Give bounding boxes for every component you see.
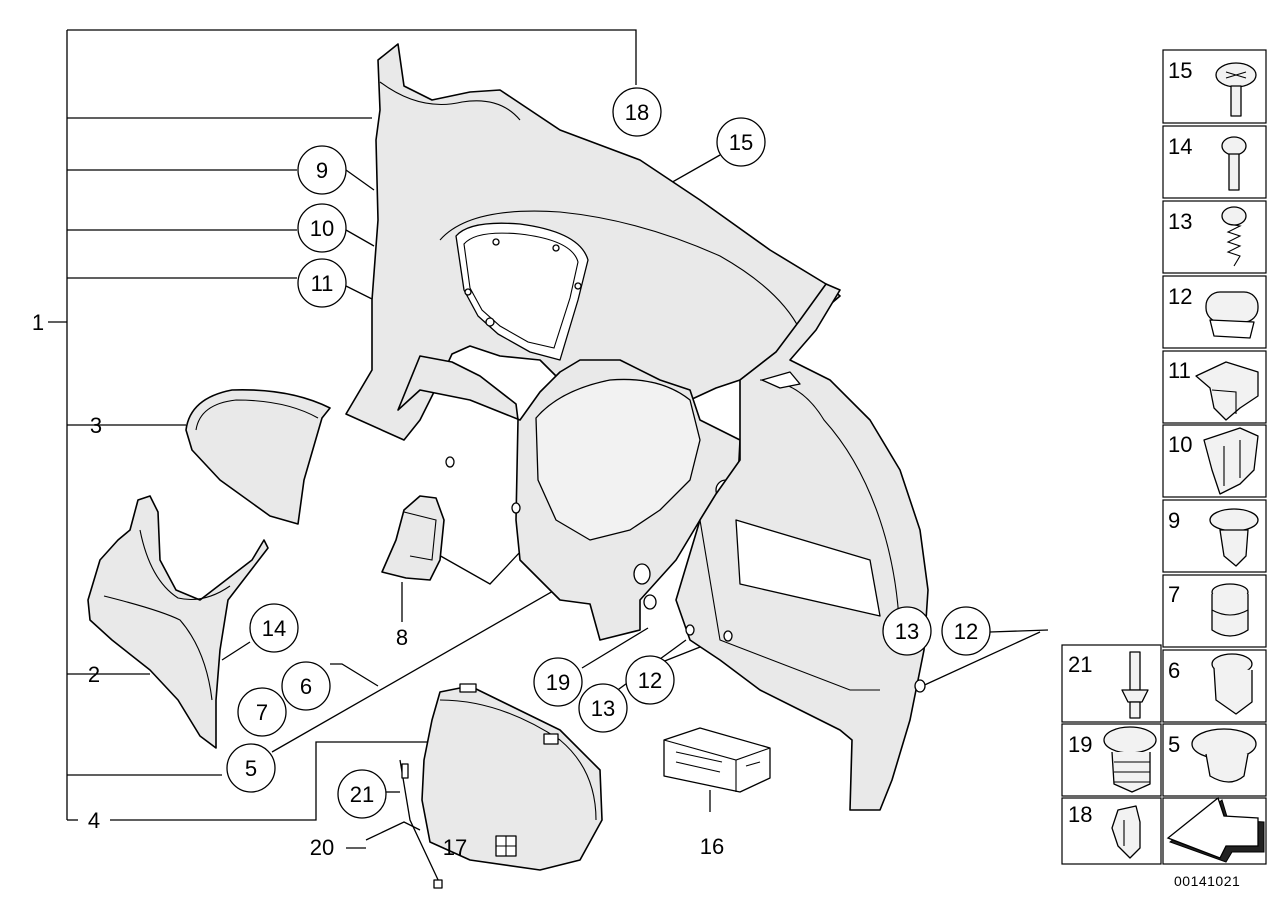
svg-text:10: 10 — [310, 216, 334, 241]
callout-21: 21 — [337, 769, 387, 819]
svg-text:14: 14 — [1168, 134, 1192, 159]
callout-14: 14 — [249, 603, 299, 653]
callouts: 18 15 9 10 11 14 6 7 5 19 12 13 13 12 21 — [226, 87, 991, 819]
legend-cell-6: 6 — [1162, 649, 1267, 723]
part-8-bracket-drawing — [381, 495, 445, 581]
svg-text:21: 21 — [350, 782, 374, 807]
legend-cell-7: 7 — [1162, 574, 1267, 648]
legend-cell-15: 15 — [1162, 49, 1267, 124]
callout-13-center: 13 — [578, 683, 628, 733]
svg-text:6: 6 — [300, 674, 312, 699]
plain-labels: 1 2 3 4 8 16 17 20 — [32, 310, 724, 860]
svg-text:13: 13 — [895, 619, 919, 644]
label-4: 4 — [88, 808, 100, 833]
svg-text:19: 19 — [1068, 732, 1092, 757]
svg-text:15: 15 — [1168, 58, 1192, 83]
svg-text:9: 9 — [1168, 508, 1180, 533]
legend-cell-18: 18 — [1061, 797, 1162, 865]
label-17: 17 — [443, 835, 467, 860]
svg-text:10: 10 — [1168, 432, 1192, 457]
svg-text:13: 13 — [591, 696, 615, 721]
legend-cell-19: 19 — [1061, 723, 1162, 797]
parts-legend: 15 14 13 12 11 — [1061, 49, 1267, 865]
label-16: 16 — [700, 834, 724, 859]
callout-6: 6 — [281, 661, 331, 711]
svg-text:12: 12 — [1168, 284, 1192, 309]
reference-number: 00141021 — [1174, 873, 1240, 889]
svg-text:12: 12 — [638, 668, 662, 693]
part-4-panel-drawing — [421, 683, 603, 871]
svg-text:19: 19 — [546, 670, 570, 695]
svg-text:5: 5 — [245, 756, 257, 781]
callout-18: 18 — [612, 87, 662, 137]
svg-text:14: 14 — [262, 616, 286, 641]
svg-text:6: 6 — [1168, 658, 1180, 683]
callout-7: 7 — [237, 687, 287, 737]
svg-text:18: 18 — [1068, 802, 1092, 827]
legend-cell-13: 13 — [1162, 200, 1267, 274]
main-side-panel-drawing — [345, 43, 929, 811]
legend-cell-5: 5 — [1162, 723, 1267, 797]
callout-12-center: 12 — [625, 655, 675, 705]
legend-cell-14: 14 — [1162, 125, 1267, 199]
legend-cell-10: 10 — [1162, 424, 1267, 498]
callout-15: 15 — [716, 117, 766, 167]
legend-cell-12: 12 — [1162, 275, 1267, 349]
svg-text:7: 7 — [256, 700, 268, 725]
callout-5: 5 — [226, 743, 276, 793]
callout-9: 9 — [297, 145, 347, 195]
svg-text:13: 13 — [1168, 209, 1192, 234]
legend-cell-9: 9 — [1162, 499, 1267, 573]
legend-cell-21: 21 — [1061, 644, 1162, 723]
callout-10: 10 — [297, 203, 347, 253]
svg-text:11: 11 — [311, 271, 334, 296]
svg-text:15: 15 — [729, 130, 753, 155]
label-8: 8 — [396, 625, 408, 650]
part-16-box-drawing — [663, 727, 771, 793]
part-20-rod-drawing — [365, 759, 443, 889]
svg-text:7: 7 — [1168, 582, 1180, 607]
svg-text:5: 5 — [1168, 732, 1180, 757]
callout-13-right: 13 — [882, 606, 932, 656]
svg-text:12: 12 — [954, 619, 978, 644]
svg-text:11: 11 — [1168, 358, 1191, 383]
callout-19: 19 — [533, 657, 583, 707]
label-2: 2 — [88, 662, 100, 687]
svg-text:21: 21 — [1068, 652, 1092, 677]
part-2-trim-drawing — [87, 495, 269, 749]
label-1: 1 — [32, 310, 44, 335]
svg-text:9: 9 — [316, 158, 328, 183]
svg-text:18: 18 — [625, 100, 649, 125]
label-20: 20 — [310, 835, 334, 860]
callout-11: 11 — [297, 258, 347, 308]
legend-cell-11: 11 — [1162, 350, 1267, 424]
label-3: 3 — [90, 413, 102, 438]
legend-cell-arrow — [1162, 796, 1267, 865]
part-3-cover-drawing — [185, 389, 331, 525]
callout-12-right: 12 — [941, 606, 991, 656]
